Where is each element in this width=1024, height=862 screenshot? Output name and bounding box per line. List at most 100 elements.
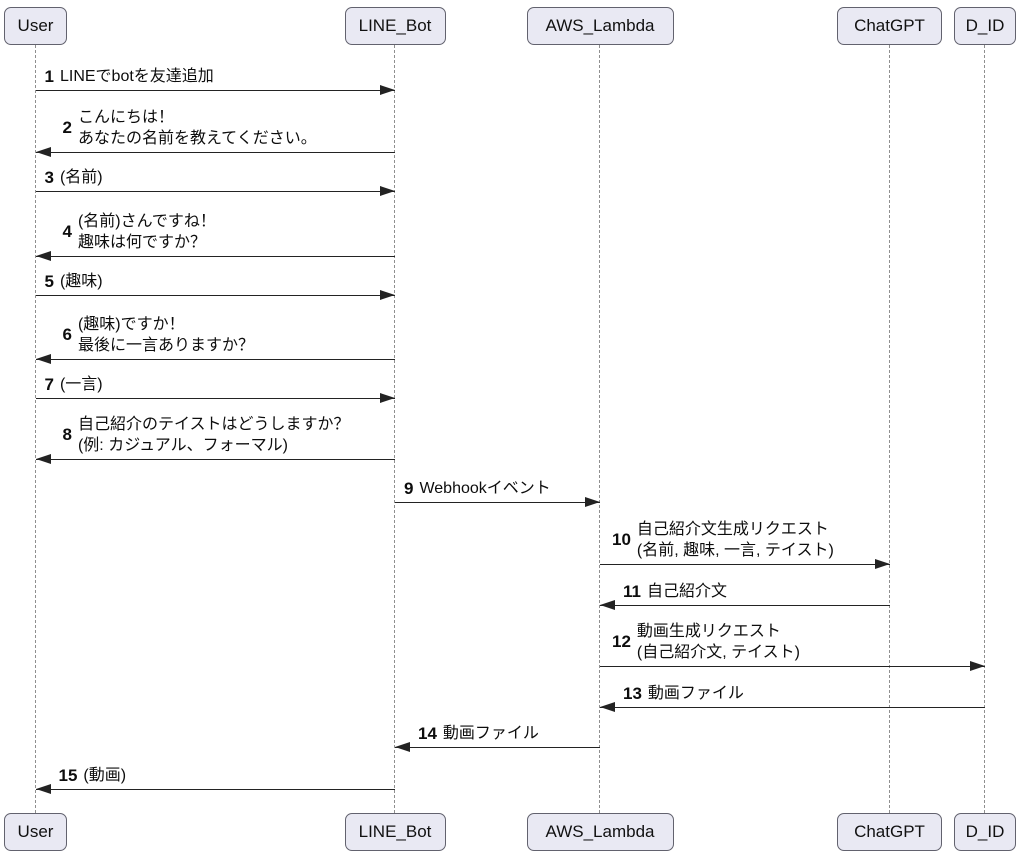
lifeline-aws_lambda <box>599 45 601 813</box>
message-number: 6 <box>62 325 72 344</box>
message-text: Webhookイベント <box>419 478 550 499</box>
arrowhead-icon <box>600 701 615 712</box>
message-text-line: 自己紹介のテイストはどうしますか？ <box>77 416 350 433</box>
message-text: (名前) <box>60 167 103 188</box>
message-text-line: 最後に一言ありますか？ <box>77 337 254 354</box>
message-text-line: 動画ファイル <box>442 725 539 742</box>
message-text: こんにちは！ あなたの名前を教えてください。 <box>78 107 317 149</box>
message-number: 15 <box>58 765 78 785</box>
message-3-arrow <box>35 185 395 196</box>
arrowhead-icon <box>380 392 395 403</box>
lifeline-user <box>34 45 36 813</box>
actor-label: User <box>17 16 54 35</box>
message-text-line: あなたの名前を教えてください。 <box>77 130 317 147</box>
actor-box-d_id-top: D_ID <box>954 7 1016 45</box>
lifeline-line_bot <box>394 45 396 813</box>
arrowhead-icon <box>380 289 395 300</box>
message-text-line: (例: カジュアル、フォーマル) <box>77 437 288 454</box>
message-text-line: (趣味)ですか！ <box>77 316 185 333</box>
message-5-arrow <box>35 289 395 300</box>
message-text-line: LINEでbotを友達追加 <box>59 68 214 85</box>
actor-box-aws_lambda-bottom: AWS_Lambda <box>526 813 674 851</box>
actor-label: ChatGPT <box>854 822 925 841</box>
arrowhead-icon <box>600 599 615 610</box>
actor-box-aws_lambda-top: AWS_Lambda <box>526 7 674 45</box>
message-number: 4 <box>62 222 72 241</box>
arrowhead-icon <box>380 84 395 95</box>
message-number: 7 <box>44 374 54 394</box>
message-1-label: 1 LINEでbotを友達追加 <box>45 66 214 87</box>
message-1-arrow <box>35 84 395 95</box>
actor-label: LINE_Bot <box>358 16 432 35</box>
message-number: 8 <box>62 425 72 444</box>
message-4-arrow <box>35 250 395 261</box>
arrowhead-icon <box>35 250 51 261</box>
message-number: 12 <box>612 632 631 651</box>
arrowhead-icon <box>35 353 51 364</box>
message-text: (趣味) <box>60 271 103 292</box>
actor-label: LINE_Bot <box>358 822 432 841</box>
message-text: 動画ファイル <box>648 683 744 704</box>
message-2-arrow <box>35 146 395 157</box>
message-text: 動画ファイル <box>443 723 539 744</box>
message-number: 11 <box>623 581 641 601</box>
message-4-label: 4 (名前)さんですね！ 趣味は何ですか？ <box>63 211 216 253</box>
actor-label: ChatGPT <box>854 16 925 35</box>
message-8-label: 8 自己紹介のテイストはどうしますか？ (例: カジュアル、フォーマル) <box>63 414 350 456</box>
message-text-line: 自己紹介文 <box>646 583 727 600</box>
message-15-arrow <box>35 783 395 794</box>
arrowhead-icon <box>874 558 890 569</box>
message-text-line: 自己紹介文生成リクエスト <box>636 521 829 538</box>
message-text: (趣味)ですか！ 最後に一言ありますか？ <box>78 314 254 356</box>
arrowhead-icon <box>395 741 410 752</box>
lifeline-d_id <box>984 45 986 813</box>
message-10-arrow <box>600 558 890 569</box>
message-text-line: Webhookイベント <box>419 480 551 497</box>
message-8-arrow <box>35 453 395 464</box>
actor-label: AWS_Lambda <box>545 822 655 841</box>
message-2-label: 2 こんにちは！ あなたの名前を教えてください。 <box>63 107 317 149</box>
message-9-label: 9 Webhookイベント <box>404 478 551 499</box>
message-number: 3 <box>44 167 54 187</box>
message-7-arrow <box>35 392 395 403</box>
message-7-label: 7 (一言) <box>45 374 103 395</box>
message-text-line: (名前) <box>59 169 103 186</box>
message-text: (一言) <box>60 374 103 395</box>
message-15-label: 15(動画) <box>59 765 127 786</box>
actor-box-line_bot-bottom: LINE_Bot <box>344 813 446 851</box>
actor-label: AWS_Lambda <box>545 16 655 35</box>
message-number: 9 <box>404 478 414 498</box>
message-text: (名前)さんですね！ 趣味は何ですか？ <box>78 211 216 253</box>
arrowhead-icon <box>35 146 51 157</box>
message-text: (動画) <box>83 765 126 786</box>
actor-box-chatgpt-bottom: ChatGPT <box>837 813 942 851</box>
message-text-line: 動画ファイル <box>647 685 744 702</box>
message-9-arrow <box>395 496 600 507</box>
message-number: 2 <box>62 118 72 137</box>
actor-box-user-bottom: User <box>4 813 67 851</box>
message-12-label: 12 動画生成リクエスト(自己紹介文, テイスト) <box>612 621 800 663</box>
actor-box-line_bot-top: LINE_Bot <box>344 7 446 45</box>
message-text: 自己紹介文 <box>647 581 727 602</box>
message-text-line: (名前)さんですね！ <box>77 213 216 230</box>
actor-box-d_id-bottom: D_ID <box>954 813 1016 851</box>
message-text-line: (趣味) <box>59 273 103 290</box>
actor-label: D_ID <box>965 822 1005 841</box>
message-text-line: こんにちは！ <box>77 109 174 126</box>
message-text: 動画生成リクエスト(自己紹介文, テイスト) <box>637 621 800 663</box>
message-14-arrow <box>395 741 600 752</box>
arrowhead-icon <box>35 453 51 464</box>
message-number: 1 <box>44 66 54 86</box>
message-number: 5 <box>44 271 54 291</box>
arrowhead-icon <box>380 185 395 196</box>
message-text-line: 動画生成リクエスト <box>636 623 781 640</box>
arrowhead-icon <box>585 496 600 507</box>
actor-box-user-top: User <box>4 7 67 45</box>
message-6-arrow <box>35 353 395 364</box>
arrowhead-icon <box>35 783 51 794</box>
message-13-label: 13 動画ファイル <box>623 683 744 704</box>
message-number: 13 <box>623 683 642 703</box>
message-text-line: 趣味は何ですか？ <box>77 234 206 251</box>
